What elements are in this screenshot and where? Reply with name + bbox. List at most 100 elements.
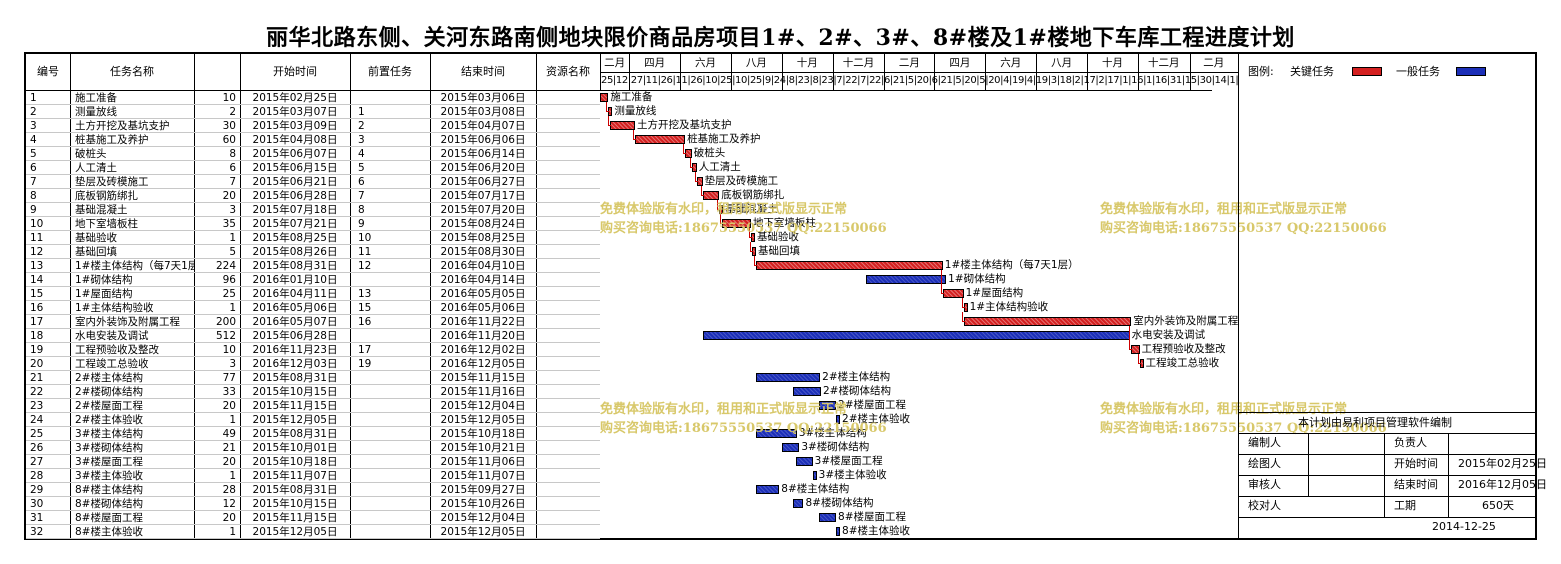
gantt-bar[interactable]	[793, 387, 821, 396]
column-divider	[350, 54, 351, 538]
gantt-bar-label: 2#楼砌体结构	[823, 385, 891, 397]
legend-critical-label: 关键任务	[1290, 65, 1334, 78]
gantt-bar[interactable]	[942, 289, 964, 298]
column-header-resource[interactable]: 资源名称	[546, 65, 590, 78]
column-header-end[interactable]: 结束时间	[461, 65, 505, 78]
cell-end: 2015年08月30日	[440, 246, 526, 258]
cell-start: 2015年10月01日	[252, 442, 338, 454]
gantt-bar[interactable]	[819, 513, 836, 522]
row-divider	[26, 468, 600, 469]
cell-name: 8#楼主体结构	[75, 484, 143, 496]
gantt-bar[interactable]	[836, 527, 841, 536]
column-divider	[194, 54, 195, 538]
dependency-link	[753, 256, 757, 266]
cell-dur: 49	[222, 428, 236, 440]
gantt-bar[interactable]	[755, 261, 943, 270]
cell-dur: 3	[229, 358, 236, 370]
cell-pred: 2	[358, 120, 365, 132]
gantt-bar[interactable]	[866, 275, 947, 284]
column-header-id[interactable]: 编号	[37, 65, 59, 78]
header-divider	[26, 90, 1212, 91]
column-header-start[interactable]: 开始时间	[273, 65, 317, 78]
gantt-bar[interactable]	[702, 331, 1130, 340]
row-divider	[26, 426, 600, 427]
gantt-bar[interactable]	[702, 191, 720, 200]
gantt-bar[interactable]	[685, 149, 692, 158]
info-checker-label: 校对人	[1248, 499, 1281, 512]
cell-start: 2015年08月31日	[252, 260, 338, 272]
row-divider	[26, 272, 600, 273]
cell-name: 底板钢筋绑扎	[75, 190, 138, 202]
gantt-bar-label: 水电安装及调试	[1131, 329, 1206, 341]
column-header-pred[interactable]: 前置任务	[368, 65, 412, 78]
gantt-bar[interactable]	[819, 401, 836, 410]
cell-dur: 1	[229, 414, 236, 426]
info-col-divider	[1384, 433, 1385, 517]
cell-dur: 33	[222, 386, 236, 398]
gantt-bar[interactable]	[600, 93, 609, 102]
gantt-bar[interactable]	[755, 485, 780, 494]
gantt-bar[interactable]	[964, 317, 1132, 326]
cell-end: 2015年07月17日	[440, 190, 526, 202]
cell-id: 5	[30, 148, 37, 160]
info-end-label: 结束时间	[1394, 478, 1438, 491]
cell-end: 2016年12月02日	[440, 344, 526, 356]
info-row-divider	[1238, 433, 1535, 434]
cell-dur: 1	[229, 470, 236, 482]
gantt-bar[interactable]	[812, 471, 817, 480]
gantt-bar[interactable]	[635, 135, 686, 144]
cell-start: 2015年11月15日	[252, 400, 338, 412]
gantt-bar[interactable]	[1131, 345, 1140, 354]
column-header-name[interactable]: 任务名称	[110, 65, 154, 78]
watermark-phone: 购买咨询电话:18675550537 QQ:22150066	[600, 421, 887, 436]
row-divider	[26, 188, 600, 189]
gantt-bar[interactable]	[781, 443, 800, 452]
cell-name: 1#楼主体结构（每7天1层）	[75, 260, 194, 272]
cell-dur: 1	[229, 232, 236, 244]
cell-id: 31	[30, 512, 44, 524]
cell-pred: 13	[358, 288, 372, 300]
cell-start: 2015年02月25日	[252, 92, 338, 104]
column-header-dur[interactable]	[194, 54, 240, 90]
gantt-bar[interactable]	[793, 499, 804, 508]
gantt-bar[interactable]	[755, 373, 821, 382]
gantt-bar[interactable]	[836, 415, 841, 424]
table-row[interactable]: 131#楼主体结构（每7天1层）2242015年08月31日122016年04月…	[26, 259, 600, 273]
gantt-bar[interactable]	[755, 429, 797, 438]
cell-dur: 10	[222, 344, 236, 356]
gantt-bar[interactable]	[610, 121, 636, 130]
cell-start: 2015年08月25日	[252, 232, 338, 244]
gantt-bar[interactable]	[795, 457, 813, 466]
